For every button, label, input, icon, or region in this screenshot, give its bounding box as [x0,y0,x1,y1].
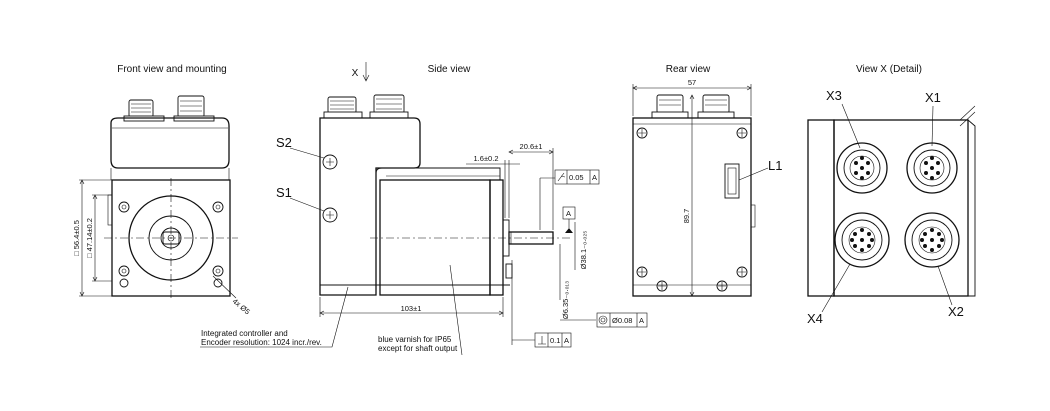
side-motor-body [379,179,491,296]
rear-view-title: Rear view [666,64,711,75]
view-x-arrow [362,62,370,82]
runout-datum: A [592,173,597,182]
side-connectors [323,94,409,119]
s2-label: S2 [276,135,292,150]
square-bolt-dimension: □ 47.14±0.2 [85,218,94,258]
l1-label: L1 [768,158,782,173]
concentricity-datum: A [639,316,644,325]
perpendicularity-datum: A [564,336,569,345]
s1-switch [322,207,338,223]
side-flange [489,179,504,296]
shaft-length-dimension: 20.6±1 [520,142,543,151]
front-connectors [123,95,215,122]
perpendicularity-value: 0.1 [550,336,560,345]
rear-width: 57 [688,78,696,87]
side-view: A X S2 S1 [200,62,648,356]
controller-note-line1: Integrated controller and [201,329,288,338]
connector-x4 [834,212,890,268]
side-view-title: Side view [428,64,472,75]
front-view-title: Front view and mounting [117,64,227,75]
connector-x1 [906,142,958,194]
concentricity-value: Ø0.08 [612,316,632,325]
front-controller-housing [110,117,230,169]
detail-view-title: View X (Detail) [856,64,922,75]
s1-label: S1 [276,185,292,200]
front-view: □ 56.4±0.5 □ 47.14±0.2 4x Ø5 [72,95,252,317]
x3-label: X3 [826,88,842,103]
l1-indicator [724,163,740,199]
offset-dimension: 1.6±0.2 [474,154,499,163]
rear-view: L1 57 89.7 [632,78,782,297]
shaft-diameter: Ø6.35₋₀.₀₁₃ [561,281,570,319]
rear-height: 89.7 [682,209,691,224]
holes-dimension: 4x Ø5 [231,297,252,317]
square-outer-dimension: □ 56.4±0.5 [72,220,81,256]
x2-label: X2 [948,304,964,319]
side-controller-housing [319,117,421,296]
runout-value: 0.05 [569,173,584,182]
flange-diameter: Ø38.1₋₀.₀₂₅ [579,231,588,270]
s2-switch [322,154,338,170]
front-mounting-holes [118,201,224,288]
x1-label: X1 [925,90,941,105]
controller-note-line2: Encoder resolution: 1024 incr./rev. [201,338,322,347]
view-x-letter: X [352,68,359,79]
detail-view: X3 X1 X4 X2 [807,88,976,326]
varnish-note-line1: blue varnish for IP65 [378,335,452,344]
runout-frame [554,169,600,185]
length-dimension: 103±1 [401,304,422,313]
rear-connectors [651,94,735,119]
varnish-note-line2: except for shaft output [378,344,458,353]
detail-body [833,119,969,297]
datum-a: A [566,209,571,218]
connector-x3 [836,142,888,194]
concentricity-frame [596,312,648,328]
connector-x2 [904,212,960,268]
x4-label: X4 [807,311,823,326]
